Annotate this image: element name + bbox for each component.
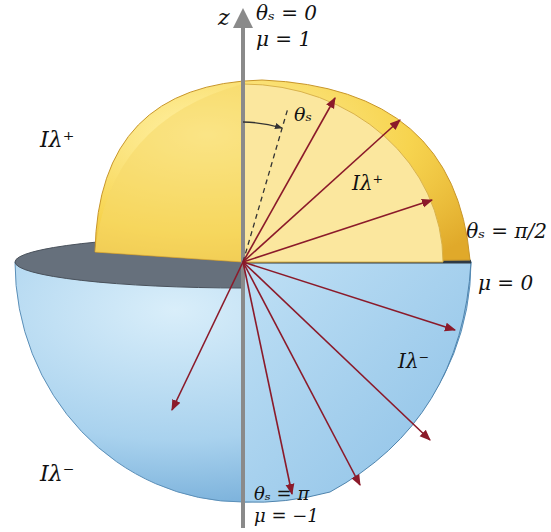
upward-rays [243, 98, 432, 262]
angle-value: θₛ = 0 [256, 2, 317, 24]
theta-direction [243, 108, 288, 262]
mu-value: μ = 1 [256, 28, 311, 50]
radiance-label: Iλ⁺ [352, 172, 383, 194]
theta-arc [243, 122, 282, 128]
lower-cut-face [243, 262, 471, 502]
downward-rays [172, 262, 455, 494]
radiance-label: Iλ⁻ [398, 350, 429, 372]
radiance-label: Iλ⁺ [40, 128, 74, 152]
radiance-label: Iλ⁻ [40, 462, 74, 486]
mu-value: μ = 0 [478, 272, 533, 294]
axis-name: z [218, 6, 230, 30]
left-cut-face [95, 84, 243, 262]
angle-value: θₛ = π [254, 484, 309, 504]
angle-symbol: θₛ [294, 104, 312, 125]
upper-cut-face [243, 84, 443, 262]
angle-value: θₛ = π/2 [466, 220, 547, 242]
mu-value: μ = −1 [254, 506, 319, 526]
upper-hemisphere [95, 80, 470, 262]
